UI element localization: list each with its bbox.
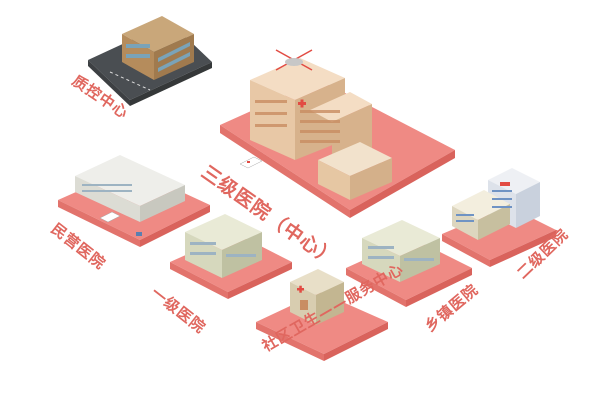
helicopter-icon <box>275 49 313 71</box>
tertiary-center-group <box>220 49 455 218</box>
qc-center-group <box>88 16 212 106</box>
secondary-red-cross-icon <box>500 182 510 186</box>
township-hospital-group <box>346 220 472 307</box>
private-hospital-group <box>58 155 210 247</box>
primary-hospital-group <box>170 214 292 299</box>
community-red-cross-icon <box>297 285 304 293</box>
ambulance-icon <box>239 156 263 169</box>
secondary-hospital-group <box>442 168 556 267</box>
qc-center-building <box>122 16 194 52</box>
community-center-group <box>256 269 388 361</box>
red-cross-icon <box>298 99 306 108</box>
